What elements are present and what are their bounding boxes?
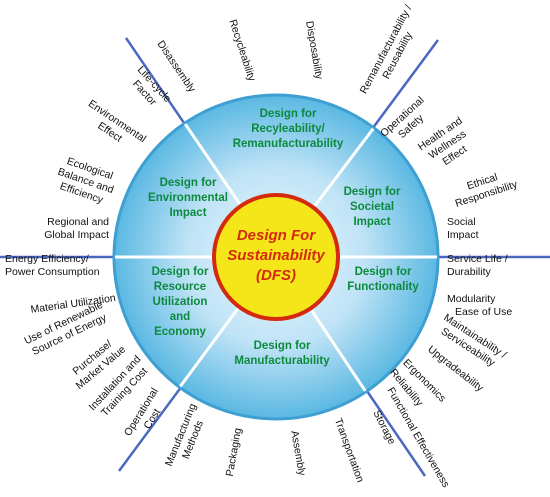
sector-divider [313, 127, 375, 207]
outer-label-transportation: Transportation [332, 417, 366, 485]
outer-label-remanufacturability: Remanufacturability /Reusability [358, 3, 426, 102]
outer-label-disposability: Disposability [303, 20, 325, 81]
sector-divider [310, 309, 367, 392]
outer-label-energy-efficiency: Energy Efficiency/Power Consumption [5, 253, 100, 278]
outer-label-environmental-effect: EnvironmentalEffect [79, 98, 149, 156]
outer-label-assembly: Assembly [288, 430, 308, 478]
outer-label-manufacturing-methods: ManufacturingMethods [163, 402, 211, 473]
outer-label-storage: Storage [370, 408, 397, 446]
center-circle [212, 193, 340, 321]
outer-label-modularity: Modularity [447, 293, 496, 305]
outer-label-life-cycle-factor: Life-cycleFactor [125, 64, 173, 114]
sector-divider [183, 123, 242, 205]
sector-dividers [115, 123, 437, 392]
outer-label-ecological-balance: EcologicalBalance andEfficiency [52, 153, 120, 208]
outer-label-recycleability: Recycleability [226, 18, 257, 83]
outer-label-ethical-responsibility: EthicalResponsibility [450, 166, 520, 210]
outer-label-service-life: Service Life /Durability [447, 253, 508, 278]
outer-label-packaging: Packaging [224, 427, 244, 478]
sector-divider [179, 307, 240, 388]
outer-label-health-wellness: Health andWellnessEffect [416, 115, 479, 175]
outer-label-ease-of-use: Ease of Use [455, 306, 512, 318]
